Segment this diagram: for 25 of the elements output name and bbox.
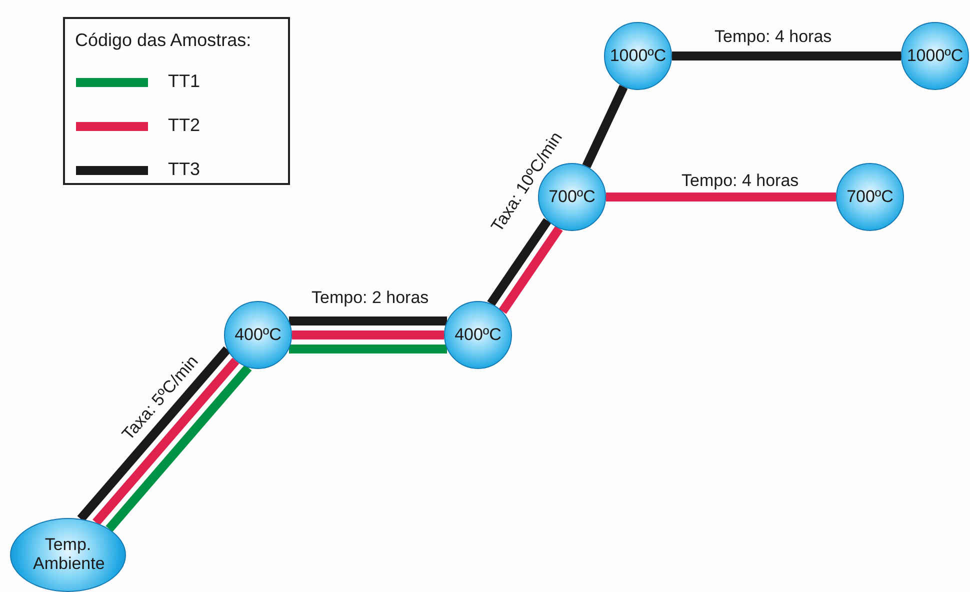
connector-line <box>289 316 447 326</box>
temperature-circle <box>224 301 292 369</box>
edge-label: Tempo: 2 horas <box>310 288 431 308</box>
node-text: 1000ºC <box>610 46 666 66</box>
connector-line <box>92 358 240 526</box>
connector-line <box>106 364 252 532</box>
node-text: Temp. Ambiente <box>33 536 103 574</box>
connector-line <box>606 192 836 202</box>
legend-title: Código das Amostras: <box>75 30 252 51</box>
edge-label: Tempo: 4 horas <box>712 28 834 46</box>
legend-label: TT3 <box>168 159 200 180</box>
node-text: 1000ºC <box>906 46 964 66</box>
edge-label: Tempo: 4 horas <box>680 172 801 190</box>
connector-line <box>289 344 447 354</box>
temperature-circle <box>444 301 512 369</box>
connector-line <box>292 330 444 340</box>
node-text: 700ºC <box>846 188 894 206</box>
connector-line <box>498 226 563 314</box>
connector-line <box>487 218 552 306</box>
legend-label: TT2 <box>168 115 200 136</box>
node-text: 400ºC <box>234 326 282 344</box>
legend-label: TT1 <box>168 71 200 92</box>
connector-line <box>582 84 628 168</box>
node-text: 400ºC <box>454 326 502 344</box>
connector-line <box>672 52 901 60</box>
